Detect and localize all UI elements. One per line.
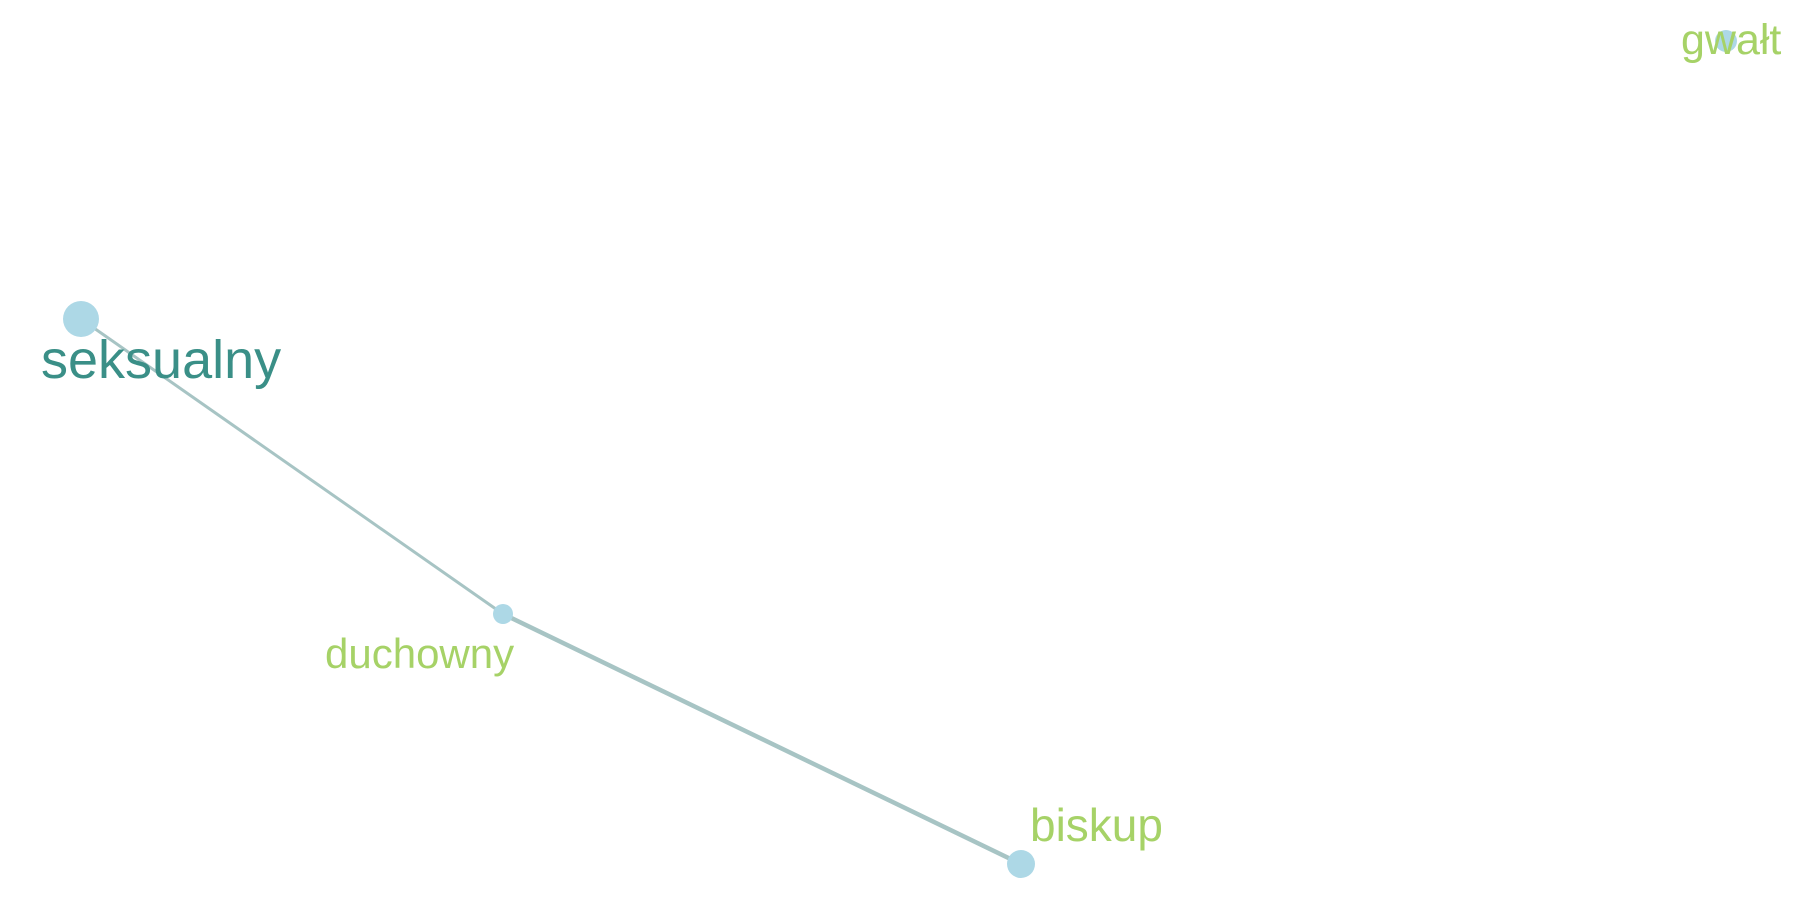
node-label-gwalt: gwałt: [1681, 16, 1781, 64]
node-seksualny[interactable]: [63, 301, 99, 337]
node-label-duchowny: duchowny: [325, 630, 514, 677]
node-label-seksualny: seksualny: [41, 330, 281, 390]
edges-layer: [79, 317, 1024, 867]
node-gwalt[interactable]: [1715, 30, 1737, 52]
node-duchowny[interactable]: [493, 604, 513, 624]
nodes-layer: [63, 30, 1737, 878]
edge-duchowny-biskup: [500, 611, 1024, 867]
node-label-biskup: biskup: [1030, 799, 1163, 851]
labels-layer: seksualny duchowny biskup gwałt: [41, 16, 1781, 851]
node-biskup[interactable]: [1007, 850, 1035, 878]
edge-seksualny-duchowny: [79, 317, 505, 616]
